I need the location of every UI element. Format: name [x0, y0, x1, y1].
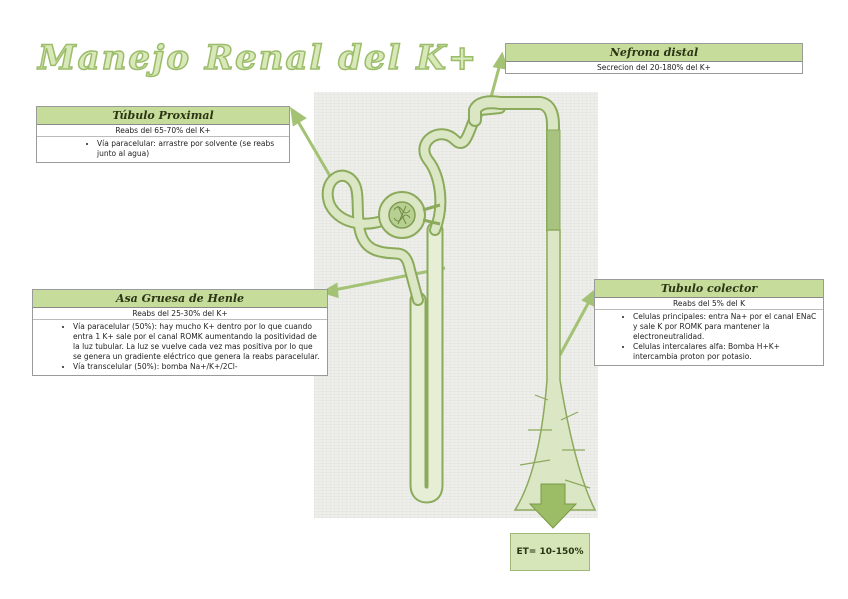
proximal-tubule-subtitle: Reabs del 65-70% del K+: [37, 125, 289, 137]
list-item: Vía transcelular (50%): bomba Na+/K+/2Cl…: [73, 362, 323, 372]
collecting-tubule-list: Celulas principales: entra Na+ por el ca…: [595, 312, 823, 362]
henle-loop-subtitle: Reabs del 25-30% del K+: [33, 308, 327, 320]
list-item: Vía paracelular: arrastre por solvente (…: [97, 139, 289, 159]
distal-nephron-title: Nefrona distal: [506, 44, 802, 62]
nephron-tubule: [321, 95, 560, 504]
henle-loop-box: Asa Gruesa de Henle Reabs del 25-30% del…: [32, 289, 328, 376]
list-item: Celulas principales: entra Na+ por el ca…: [633, 312, 817, 342]
excretion-result-label: ET= 10-150%: [516, 547, 584, 557]
list-item: Celulas intercalares alfa: Bomba H+K+ in…: [633, 342, 817, 362]
henle-loop-list: Vía paracelular (50%): hay mucho K+ dent…: [33, 322, 327, 372]
collecting-tubule-title: Tubulo colector: [595, 280, 823, 298]
list-item: Vía paracelular (50%): hay mucho K+ dent…: [73, 322, 323, 362]
henle-loop-title: Asa Gruesa de Henle: [33, 290, 327, 308]
colector-pointer-arrow: [558, 299, 592, 356]
distal-nephron-box: Nefrona distal Secrecion del 20-180% del…: [505, 43, 803, 74]
collecting-duct-dark-segment: [546, 129, 561, 231]
excretion-result-box: ET= 10-150%: [510, 533, 590, 571]
excretion-down-arrow: [528, 483, 578, 529]
proximal-tubule-title: Túbulo Proximal: [37, 107, 289, 125]
proximal-pointer-arrow: [294, 117, 332, 177]
page-title: Manejo Renal del K+: [37, 37, 479, 79]
collecting-duct: [513, 229, 597, 511]
proximal-tubule-list: Vía paracelular: arrastre por solvente (…: [37, 139, 289, 159]
distal-nephron-subtitle: Secrecion del 20-180% del K+: [597, 63, 711, 72]
collecting-tubule-subtitle: Reabs del 5% del K: [595, 298, 823, 310]
proximal-tubule-box: Túbulo Proximal Reabs del 65-70% del K+ …: [36, 106, 290, 163]
collecting-tubule-box: Tubulo colector Reabs del 5% del K Celul…: [594, 279, 824, 366]
